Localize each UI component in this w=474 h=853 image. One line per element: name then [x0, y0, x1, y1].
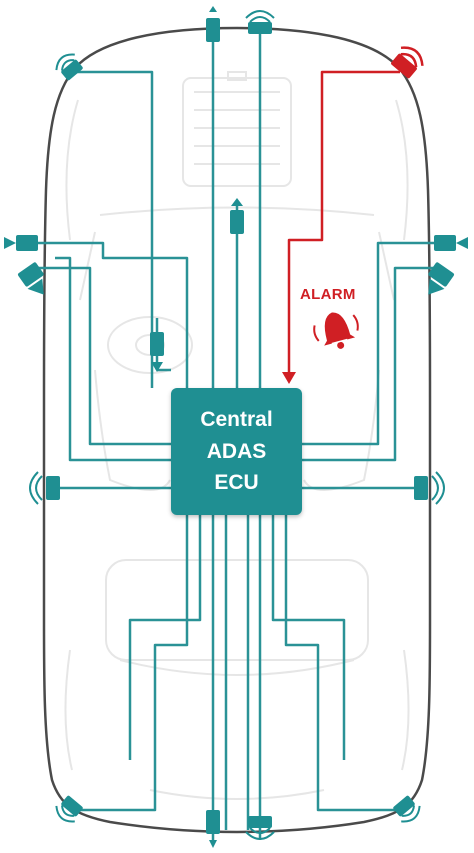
radar-sensor-icon [55, 53, 83, 81]
wire-left-cam-2 [30, 266, 171, 446]
radar-sensor-icon [29, 471, 60, 505]
wire-left-radar-side [55, 256, 171, 462]
sensors [4, 6, 468, 848]
camera-icon [230, 198, 244, 234]
ecu-label-line1: Central [200, 408, 273, 432]
radar-sensor-icon [391, 46, 424, 79]
wire-right-cam-1 [302, 241, 440, 446]
ecu-label-line3: ECU [214, 471, 259, 495]
ecu-label-line2: ADAS [206, 439, 267, 463]
central-adas-ecu: Central ADAS ECU [171, 388, 302, 515]
camera-icon [206, 810, 220, 848]
wire-rear-left-2 [128, 515, 202, 760]
wire-left-cam-1 [30, 241, 189, 388]
bell-icon [313, 312, 359, 349]
radar-sensor-icon [414, 471, 445, 505]
wire-right-cam-2 [302, 266, 440, 462]
alarm-label: ALARM [300, 286, 356, 303]
radar-sensor-icon [55, 795, 83, 823]
radar-sensor-icon [245, 10, 275, 34]
arrow-down-icon [282, 372, 296, 384]
car-outline [42, 26, 432, 834]
camera-icon [18, 262, 44, 295]
wire-rear-right-2 [271, 515, 346, 760]
camera-icon [150, 332, 164, 372]
radar-sensor-icon [206, 6, 220, 42]
camera-icon [4, 235, 38, 251]
radar-sensor-icon [393, 795, 421, 823]
camera-icon [428, 262, 454, 295]
wire-rear-left-1 [72, 515, 189, 812]
alarm-wire [287, 70, 400, 372]
wire-rear-right-1 [284, 515, 404, 812]
wire-front-left-radar [72, 70, 154, 388]
radar-sensor-icon [245, 816, 275, 840]
camera-icon [434, 235, 468, 251]
